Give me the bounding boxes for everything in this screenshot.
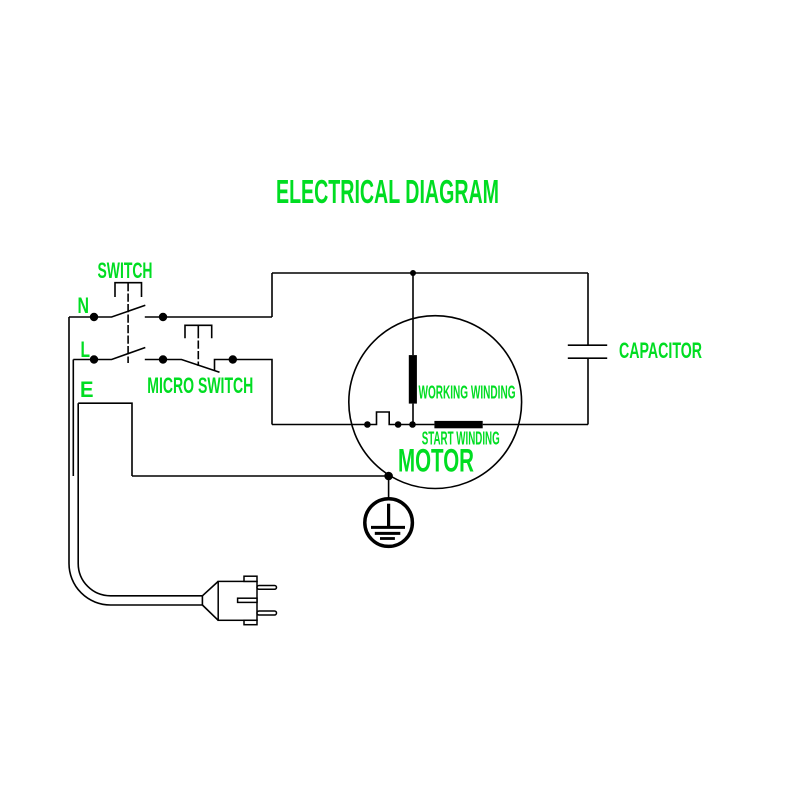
svg-text:SWITCH: SWITCH — [98, 258, 153, 283]
svg-text:START WINDING: START WINDING — [422, 429, 500, 449]
svg-text:L: L — [81, 337, 91, 362]
svg-text:MICRO SWITCH: MICRO SWITCH — [147, 373, 253, 398]
svg-text:WORKING WINDING: WORKING WINDING — [419, 382, 516, 402]
svg-text:MOTOR: MOTOR — [398, 442, 474, 478]
svg-text:E: E — [80, 377, 94, 402]
svg-text:CAPACITOR: CAPACITOR — [619, 338, 702, 363]
svg-text:N: N — [78, 293, 90, 318]
svg-text:ELECTRICAL DIAGRAM: ELECTRICAL DIAGRAM — [276, 174, 499, 211]
